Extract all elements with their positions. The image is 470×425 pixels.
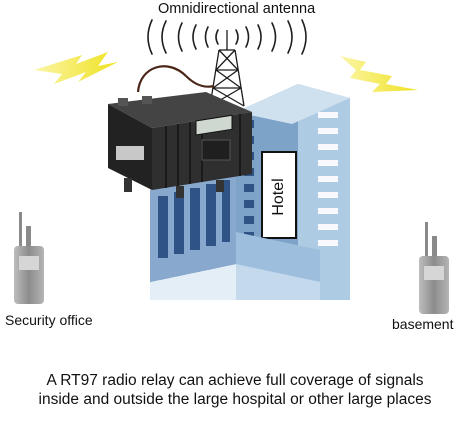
security-office-label: Security office xyxy=(5,312,93,328)
signal-waves-icon xyxy=(147,19,307,55)
caption: A RT97 radio relay can achieve full cove… xyxy=(0,371,470,409)
antenna-tower-icon xyxy=(209,30,245,107)
lightning-bolt-icon xyxy=(34,52,118,84)
basement-label: basement xyxy=(392,316,454,332)
antenna-cable xyxy=(136,65,215,93)
hotel-sign-text: Hotel xyxy=(270,178,287,216)
lightning-bolt-icon xyxy=(340,56,418,92)
walkie-talkie-icon xyxy=(14,212,44,304)
hotel-sign xyxy=(261,151,297,239)
radio-relay-device xyxy=(108,92,252,198)
walkie-talkie-icon xyxy=(419,222,449,314)
antenna-label: Omnidirectional antenna xyxy=(158,1,316,17)
caption-line-1: A RT97 radio relay can achieve full cove… xyxy=(46,372,424,389)
caption-line-2: inside and outside the large hospital or… xyxy=(38,391,432,408)
relay-label-plate xyxy=(116,146,144,160)
